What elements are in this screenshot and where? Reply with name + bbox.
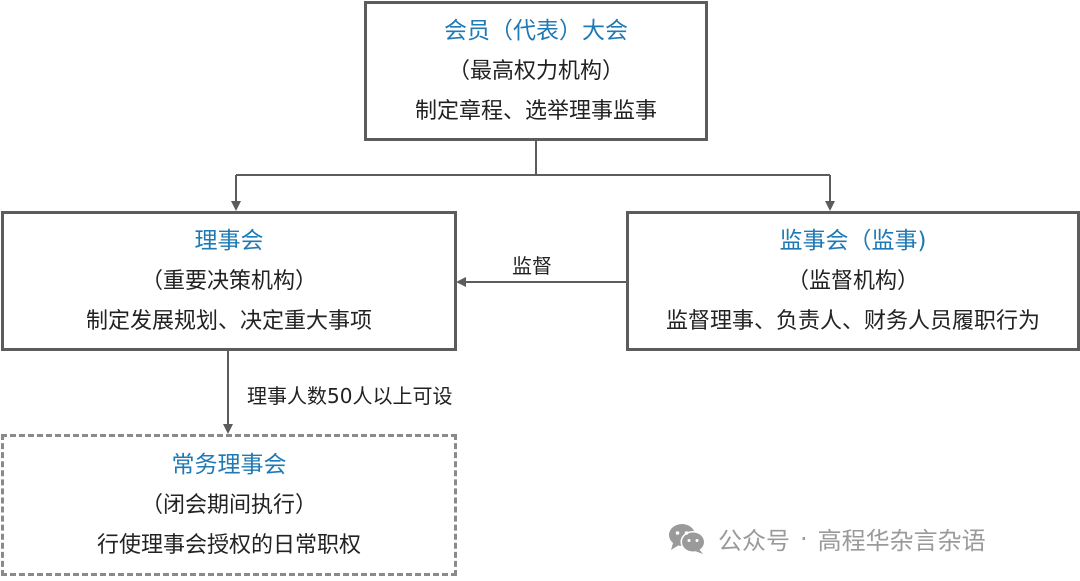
supervisory-title: 监事会（监事) (779, 227, 927, 254)
standing-council-description: 行使理事会授权的日常职权 (96, 532, 361, 558)
council-node: 理事会 （重要决策机构） 制定发展规划、决定重大事项 (1, 211, 457, 351)
watermark-account-name: 高程华杂言杂语 (817, 527, 986, 555)
supervisory-description: 监督理事、负责人、财务人员履职行为 (665, 308, 1040, 334)
watermark-account-label: 公众号 (718, 527, 790, 555)
wechat-icon (669, 523, 706, 554)
supervise-label: 监督 (512, 254, 552, 278)
council-subtitle: （重要决策机构） (140, 268, 317, 294)
assembly-to-council-arrow (231, 140, 830, 211)
watermark: 公众号 · 高程华杂言杂语 (668, 521, 986, 556)
supervisory-node: 监事会（监事) （监督机构） 监督理事、负责人、财务人员履职行为 (626, 211, 1080, 351)
standing-council-subtitle: （闭会期间执行） (140, 492, 317, 518)
supervisory-subtitle: （监督机构） (786, 268, 919, 294)
standing-condition-label: 理事人数50人以上可设 (247, 384, 453, 408)
assembly-description: 制定章程、选举理事监事 (414, 98, 657, 124)
council-title: 理事会 (194, 227, 264, 254)
assembly-subtitle: （最高权力机构） (447, 58, 624, 84)
standing-council-node: 常务理事会 （闭会期间执行） 行使理事会授权的日常职权 (1, 434, 457, 576)
standing-council-title: 常务理事会 (171, 451, 287, 478)
assembly-title: 会员（代表）大会 (444, 17, 628, 44)
watermark-separator: · (800, 524, 808, 553)
council-description: 制定发展规划、决定重大事项 (85, 308, 372, 334)
assembly-node: 会员（代表）大会 （最高权力机构） 制定章程、选举理事监事 (364, 1, 708, 141)
